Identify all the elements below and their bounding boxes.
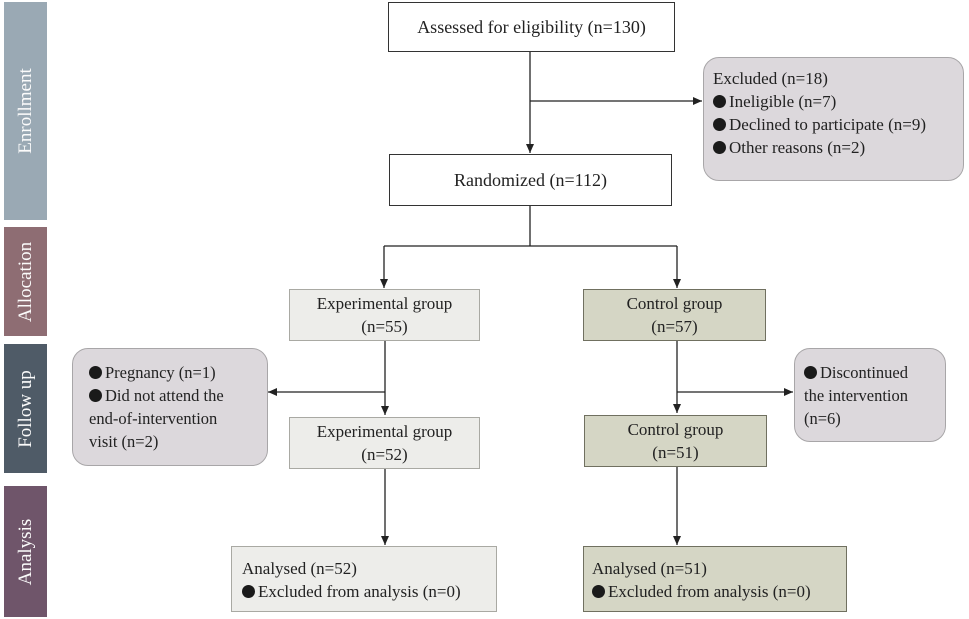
group-name: Control group xyxy=(627,420,724,439)
bullet-icon xyxy=(713,118,726,131)
phase-label-allocation: Allocation xyxy=(14,241,36,322)
lost-item-continued: the intervention xyxy=(804,386,909,405)
randomized-box: Randomized (n=112) xyxy=(389,154,672,206)
analysed-title: Analysed (n=52) xyxy=(242,559,357,578)
group-count: (n=55) xyxy=(361,317,408,336)
group-count: (n=57) xyxy=(651,317,698,336)
assessed-text: Assessed for eligibility (n=130) xyxy=(417,17,646,37)
lost-item-continued: end-of-intervention xyxy=(89,409,218,428)
excluded-item: Declined to participate (n=9) xyxy=(713,113,963,136)
excluded-item: Other reasons (n=2) xyxy=(713,136,963,159)
excluded-item: Ineligible (n=7) xyxy=(713,90,963,113)
analysed-title: Analysed (n=51) xyxy=(592,559,707,578)
experimental-lost-box: Pregnancy (n=1) Did not attend the end-o… xyxy=(72,348,268,466)
phase-label-analysis: Analysis xyxy=(14,518,36,585)
experimental-analysed-box: Analysed (n=52) Excluded from analysis (… xyxy=(231,546,497,612)
bullet-icon xyxy=(89,389,102,402)
lost-item: Discontinued xyxy=(804,361,945,384)
group-name: Control group xyxy=(626,294,723,313)
group-name: Experimental group xyxy=(316,422,453,441)
group-count: (n=52) xyxy=(361,445,408,464)
bullet-icon xyxy=(592,585,605,598)
control-analysed-box: Analysed (n=51) Excluded from analysis (… xyxy=(583,546,847,612)
phase-bar-analysis: Analysis xyxy=(4,486,47,617)
experimental-allocated-box: Experimental group (n=55) xyxy=(289,289,480,341)
phase-label-enrollment: Enrollment xyxy=(14,68,36,154)
phase-bar-follow-up: Follow up xyxy=(4,344,47,473)
bullet-icon xyxy=(242,585,255,598)
bullet-icon xyxy=(713,141,726,154)
analysed-excluded: Excluded from analysis (n=0) xyxy=(592,580,846,603)
experimental-followed-box: Experimental group (n=52) xyxy=(289,417,480,469)
group-count: (n=51) xyxy=(652,443,699,462)
phase-label-follow-up: Follow up xyxy=(14,369,36,448)
control-lost-box: Discontinued the intervention (n=6) xyxy=(794,348,946,442)
assessed-box: Assessed for eligibility (n=130) xyxy=(388,2,675,52)
phase-bar-enrollment: Enrollment xyxy=(4,2,47,220)
lost-item: Pregnancy (n=1) xyxy=(89,361,267,384)
control-allocated-box: Control group (n=57) xyxy=(583,289,766,341)
bullet-icon xyxy=(713,95,726,108)
bullet-icon xyxy=(804,366,817,379)
analysed-excluded: Excluded from analysis (n=0) xyxy=(242,580,496,603)
lost-item: Did not attend the xyxy=(89,384,267,407)
group-name: Experimental group xyxy=(316,294,453,313)
lost-item-continued: visit (n=2) xyxy=(89,432,159,451)
bullet-icon xyxy=(89,366,102,379)
lost-item-continued: (n=6) xyxy=(804,409,841,428)
excluded-box: Excluded (n=18) Ineligible (n=7) Decline… xyxy=(703,57,964,181)
randomized-text: Randomized (n=112) xyxy=(454,170,607,190)
control-followed-box: Control group (n=51) xyxy=(584,415,767,467)
phase-bar-allocation: Allocation xyxy=(4,227,47,336)
excluded-title: Excluded (n=18) xyxy=(713,69,828,88)
